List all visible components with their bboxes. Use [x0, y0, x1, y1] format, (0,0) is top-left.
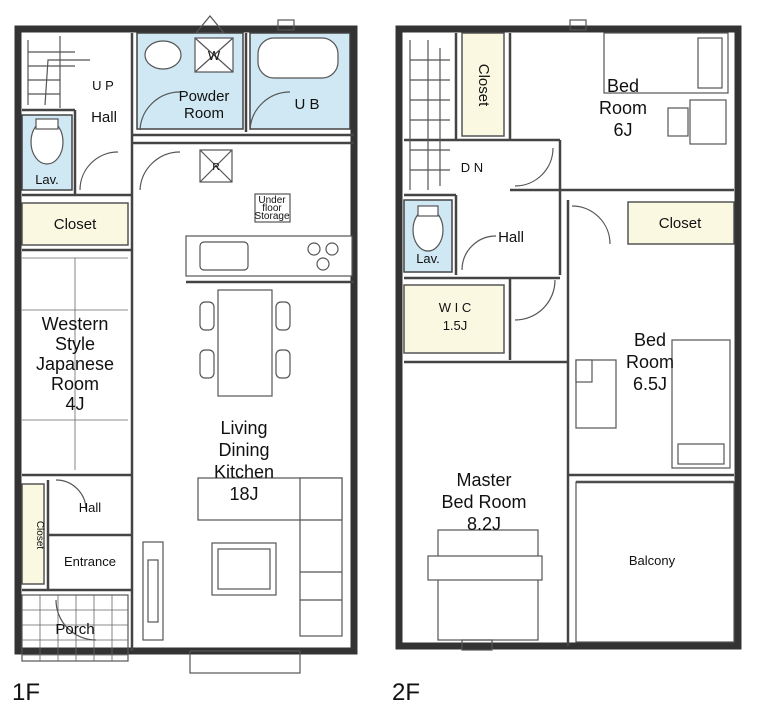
master-bed	[437, 529, 539, 641]
label-powder-1: Powder	[179, 88, 230, 105]
label-powder-2: Room	[184, 105, 224, 122]
closet-1f-area	[21, 202, 129, 246]
label-bedroom65-3: 6.5J	[633, 374, 667, 394]
label-balcony: Balcony	[629, 553, 676, 568]
label-western-5: 4J	[65, 394, 84, 414]
label-wic-2: 1.5J	[443, 318, 468, 333]
label-bedroom6-1: Bed	[607, 76, 639, 96]
tv-board	[142, 541, 164, 641]
label-porch: Porch	[55, 621, 94, 638]
label-lav-2f: Lav.	[416, 251, 440, 266]
label-closet-2f-top: Closet	[475, 64, 492, 107]
sofa	[197, 477, 343, 637]
label-bedroom65-2: Room	[626, 352, 674, 372]
balcony-area	[575, 481, 735, 643]
label-hall-bottom: Hall	[79, 500, 102, 515]
label-bedroom6-3: 6J	[613, 120, 632, 140]
wic-area	[403, 284, 505, 354]
label-underfloor-3: Storage	[254, 211, 289, 222]
label-ldk-1: Living	[220, 418, 267, 438]
label-bedroom65-1: Bed	[634, 330, 666, 350]
floor-2f	[395, 19, 742, 651]
refrigerator	[199, 149, 233, 183]
label-hall-top: Hall	[91, 109, 117, 126]
label-up: U P	[92, 78, 114, 93]
underfloor-storage	[254, 193, 291, 223]
exterior-wall-1f	[14, 25, 358, 655]
label-western-2: Style	[55, 334, 95, 354]
closet-2f-top-area	[461, 32, 505, 137]
floor-1f	[14, 15, 358, 674]
porch-tiles	[22, 595, 128, 661]
label-hall-2f: Hall	[498, 229, 524, 246]
label-closet-1f: Closet	[54, 216, 97, 233]
bed-6-5j	[671, 339, 731, 469]
dining-table	[217, 289, 273, 397]
label-wic-1: W I C	[439, 300, 472, 315]
floor-label-1f: 1F	[12, 679, 40, 706]
stairs-2f	[409, 40, 450, 190]
stairs-1f	[27, 36, 90, 108]
label-master-1: Master	[456, 470, 511, 490]
label-r-mark: R	[212, 162, 219, 173]
label-underfloor-2: floor	[262, 203, 282, 214]
label-ub: U B	[294, 96, 319, 113]
label-western-4: Room	[51, 374, 99, 394]
label-western-1: Western	[42, 314, 109, 334]
bed-6j	[603, 32, 729, 94]
label-closet-vertical: Closet	[34, 521, 45, 550]
label-dn: D N	[461, 160, 483, 175]
label-lav-1f: Lav.	[35, 172, 59, 187]
label-underfloor-1: Under	[258, 195, 286, 206]
label-master-2: Bed Room	[441, 492, 526, 512]
label-w-mark: W	[208, 48, 221, 63]
label-master-3: 8.2J	[467, 514, 501, 534]
label-ldk-2: Dining	[218, 440, 269, 460]
label-closet-2f-right: Closet	[659, 215, 702, 232]
coffee-table	[211, 542, 277, 596]
label-ldk-3: Kitchen	[214, 462, 274, 482]
label-ldk-4: 18J	[229, 484, 258, 504]
tatami-grid	[22, 257, 128, 470]
porch-area	[21, 594, 129, 662]
closet-2f-right-area	[627, 201, 735, 245]
closet-vertical-area	[21, 483, 45, 585]
label-entrance: Entrance	[64, 554, 116, 569]
label-western-3: Japanese	[36, 354, 114, 374]
floor-label-2f: 2F	[392, 679, 420, 706]
label-bedroom6-2: Room	[599, 98, 647, 118]
